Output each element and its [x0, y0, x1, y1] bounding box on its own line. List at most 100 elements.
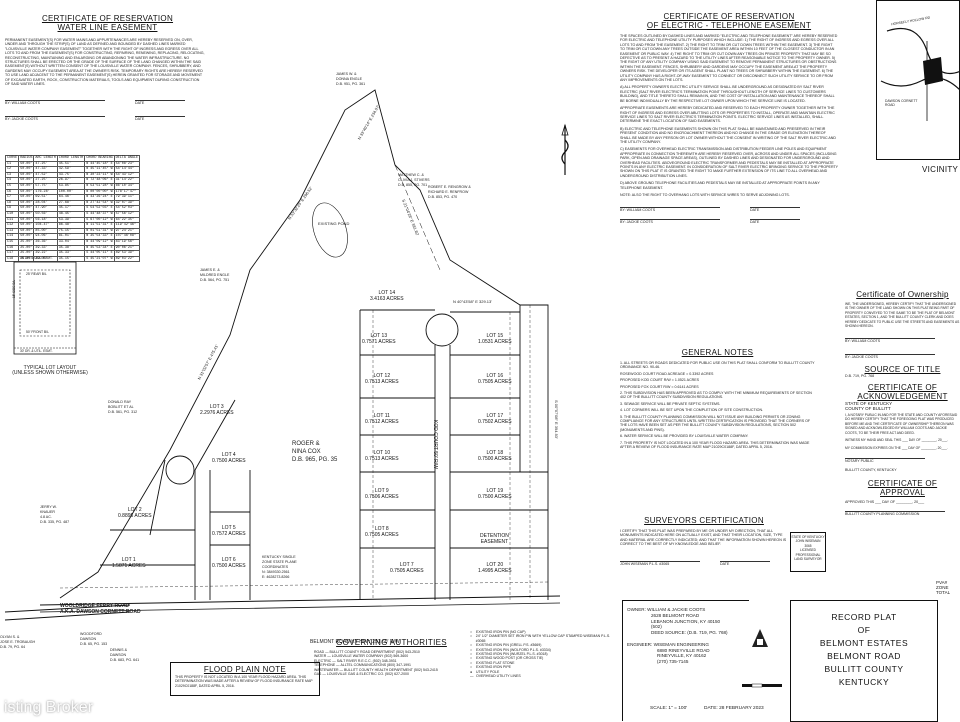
owner-addr1: 2628 BELMONT ROAD — [651, 612, 700, 618]
water-easement-date2: DATE — [135, 116, 185, 121]
ack-expires: MY COMMISSION EXPIRES ON THE ___ DAY OF … — [845, 445, 948, 450]
water-easement-date1: DATE — [135, 100, 185, 105]
plat-boundary — [59, 89, 549, 600]
ack-title: CERTIFICATE OF ACKNOWLEDGEMENT — [845, 383, 960, 401]
legend-text: 24" 1/2" DIAMETER SET IRON PIN WITH YELL… — [475, 634, 611, 643]
vicinity-road2: DAWSON CORNETT ROAD — [885, 99, 918, 108]
general-note-item: PROPOSED KOD COURT R/W = 1.0521 ACRES — [620, 378, 700, 383]
typical-lot-caption: TYPICAL LOT LAYOUT (UNLESS SHOWN OTHERWI… — [10, 365, 90, 376]
legend-text: EXISTING IRON PIN (GRELL P.S. #3669) — [476, 643, 542, 648]
general-note-item: ROSEWOOD COURT ROAD ACREAGE = 0.3392 ACR… — [620, 371, 714, 376]
legend-symbol-icon: ○ — [470, 660, 473, 665]
detention-line2: EASEMENT — [480, 539, 509, 545]
svg-text:N 40°43'58" E 329.13': N 40°43'58" E 329.13' — [453, 299, 492, 304]
legend-symbol-icon: ○ — [470, 647, 473, 652]
electric-date2: DATE — [750, 219, 800, 224]
legend-text: EXISTING IRON PIPE — [476, 665, 512, 670]
ownership-sig-jackie: BY: JACKIE COOTS — [845, 353, 935, 359]
source-title: SOURCE OF TITLE — [845, 365, 960, 374]
electric-date1: DATE — [750, 207, 800, 212]
approval-sig: BULLITT COUNTY PLANNING COMMISSION — [845, 511, 945, 516]
pva2: ZONE — [936, 585, 949, 591]
authority-item: TELEPHONE — ALLTEL COMMUNICATIONS (800) … — [314, 663, 411, 668]
engineer-phone: (270) 735-7145 — [657, 659, 689, 665]
typical-lot-layout: 15' DR. & UTIL. ESMT. 25' REAR B/L 15' S… — [12, 256, 82, 358]
general-note-item: 4. LOT CORNERS WILL BE SET UPON THE COMP… — [620, 408, 764, 413]
legend-item: ○EXISTING IRON PIN (WURZEL P.L.S. #3018) — [470, 652, 615, 656]
owner-label: OWNER: — [627, 607, 646, 612]
legend-symbol-icon: ● — [470, 669, 473, 674]
engineer-label: ENGINEER: — [627, 641, 653, 647]
legend-item: ○EXISTING IRON PIN (GRELL P.S. #3669) — [470, 643, 615, 647]
typical-lot-rear-label: 25' REAR B/L — [26, 272, 47, 276]
sig-label: BY: WILLIAM COOTS — [5, 101, 41, 106]
flood-body: THIS PROPERTY IS NOT LOCATED IN A 100 YE… — [175, 675, 313, 688]
ownership-certificate: Certificate of Ownership WE, THE UNDERSI… — [845, 290, 960, 517]
legend-item: ○EXISTING IRON PIN (NO CAP) — [470, 630, 615, 634]
owner-addr2: LEBANON JUNCTION, KY 40150 — [651, 618, 721, 624]
surveyor-date: DATE — [720, 560, 770, 566]
title-line5: BULLITT COUNTY — [824, 664, 904, 674]
typical-lot-front-label: 50' FRONT B/L — [26, 330, 50, 334]
surveyor-signer: JOHN WISEMAN P.L.S. #3065 — [620, 560, 700, 566]
belmont-road-label: BELMONT ROAD KY HWY 251 60' R/W — [310, 639, 400, 645]
legend-symbol-icon: ○ — [470, 652, 473, 657]
detention-easement-label: DETENTION EASEMENT — [480, 533, 509, 545]
detention-line1: DETENTION — [480, 533, 509, 539]
ownership-title-text: Certificate of Ownership — [856, 290, 949, 299]
water-easement-certificate: CERTIFICATE OF RESERVATION WATER LINE EA… — [5, 14, 210, 124]
legend-text: EXISTING IRON PIN (WURZEL P.L.S. #3018) — [476, 652, 548, 657]
electric-title-line2: OF ELECTRIC - TELEPHONE EASEMENT — [646, 21, 812, 30]
svg-text:S 00°07'08" E 394.93': S 00°07'08" E 394.93' — [554, 400, 559, 439]
electric-para4: B) ELECTRIC AND TELEPHONE EASEMENTS SHOW… — [620, 126, 836, 144]
ack-witness: WITNESS MY HAND AND SEAL THIS ___ DAY OF… — [845, 438, 949, 443]
legend-item: ○EXISTING FLAT STONE — [470, 661, 615, 665]
legend-text: UTILITY POLE — [476, 669, 500, 674]
legend-symbol-icon: ○ — [470, 643, 473, 648]
electric-para1: THE SPACES OUTLINED BY DASHED LINES AND … — [620, 34, 838, 83]
electric-sig-william: BY: WILLIAM COOTS — [620, 207, 720, 212]
title-line1: RECORD PLAT — [831, 612, 897, 622]
wooldridge-road-label: WOOLDRIDGE FERRY ROAD — [60, 603, 130, 609]
general-note-item: 6. WATER SERVICE WILL BE PROVIDED BY LOU… — [620, 434, 749, 439]
seal-line6: LAND SURVEYOR — [794, 557, 822, 562]
electric-para5: C) EASEMENTS FOR OVERHEAD ELECTRIC TRANS… — [620, 147, 838, 178]
authority-item: WASTEWATER — BULLITT COUNTY HEALTH DEPAR… — [314, 667, 438, 672]
source-title-text: SOURCE OF TITLE — [864, 365, 941, 375]
legend: ○EXISTING IRON PIN (NO CAP)○24" 1/2" DIA… — [470, 630, 615, 678]
vicinity-map-drawing — [880, 27, 959, 121]
general-note-item: 1. ALL STREETS OR ROADS DEDICATED FOR PU… — [620, 361, 815, 370]
legend-text: EXISTING FLAT STONE — [476, 660, 515, 665]
water-easement-sig-coots-william: BY: WILLIAM COOTS — [5, 100, 105, 105]
svg-text:N 33°40'14" E 234.97': N 33°40'14" E 234.97' — [357, 104, 381, 140]
approval-line: APPROVED THIS ___ DAY OF ________, 20___ — [845, 499, 925, 504]
general-note-item: 3. SEWAGE SERVICE WILL BE PRIVATE SEPTIC… — [620, 401, 721, 406]
vicinity-map: HORSEFLY HOLLOW RD DAWSON CORNETT ROAD — [876, 0, 960, 160]
engineer-addr1: 6880 RINEYVILLE ROAD — [657, 647, 710, 653]
legend-symbol-icon: — — [470, 674, 474, 679]
governing-authorities: GOVERNING AUTHORITIES ROAD — BULLITT COU… — [314, 638, 469, 676]
authorities-title-text: GOVERNING AUTHORITIES — [336, 638, 447, 647]
water-easement-sig-coots-jackie: BY: JACKIE COOTS — [5, 116, 105, 121]
general-note-item: 7. THIS PROPERTY IS NOT LOCATED IN A 100… — [620, 440, 810, 450]
general-notes: GENERAL NOTES 1. ALL STREETS OR ROADS DE… — [620, 348, 815, 452]
ack-body: I, A NOTARY PUBLIC IN AND FOR THE STATE … — [845, 413, 958, 435]
surveyor-title-text: SURVEYORS CERTIFICATION — [644, 516, 764, 525]
ownership-body: WE, THE UNDERSIGNED, HEREBY CERTIFY THAT… — [845, 302, 960, 329]
legend-text: EXISTING IRON PIN (NO CAP) — [476, 630, 526, 634]
curve-table-cell: 89°03'22" — [113, 255, 141, 263]
legend-symbol-icon: ○ — [470, 630, 473, 634]
general-note-item: 5. THE BULLITT COUNTY PLANNING COMMISSIO… — [620, 414, 811, 432]
kod-court-label: KOD COURT 50' R/W — [432, 420, 438, 469]
legend-text: OVERHEAD UTILITY LINES — [476, 674, 521, 679]
typical-lot-caption-line1: TYPICAL LOT LAYOUT — [23, 365, 77, 371]
pva3: TOTAL — [936, 590, 951, 596]
